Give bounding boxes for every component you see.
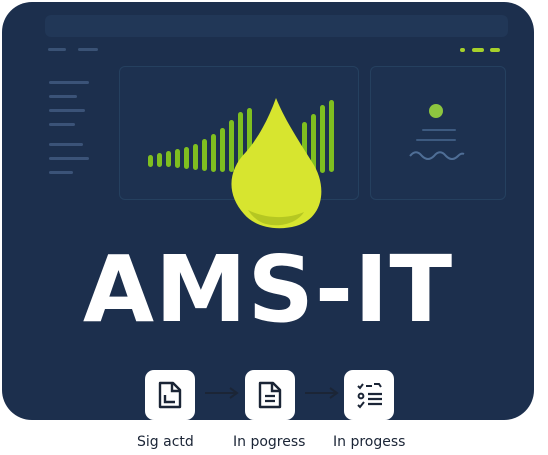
sparkline-bar	[247, 108, 252, 168]
status-line	[422, 129, 456, 131]
sparkline-bar	[157, 153, 162, 167]
droplet-icon	[231, 98, 322, 229]
sparkline-bar	[238, 112, 243, 170]
workflow-step-label: Sig actd	[137, 434, 194, 450]
status-panel	[370, 66, 506, 200]
workflow-step-label: In progess	[333, 434, 406, 450]
arrow-right-icon	[305, 387, 339, 399]
sparkline-bar	[148, 155, 153, 167]
wave-icon	[409, 151, 465, 160]
checklist-icon	[357, 383, 382, 409]
sparkline-bar	[202, 139, 207, 171]
sparkline-bar	[229, 120, 234, 172]
window-control-icon[interactable]	[472, 48, 484, 52]
app-illustration-frame: AMS-IT	[2, 2, 534, 420]
sparkline-bar	[302, 122, 307, 170]
sparkline-bar	[211, 134, 216, 172]
sparkline-bar	[220, 128, 225, 172]
sparkline-bar	[175, 149, 180, 168]
title-bar-dash	[78, 48, 98, 51]
title-bar-dash	[48, 48, 66, 51]
document-lines-icon	[258, 381, 282, 409]
sidebar-menu-line[interactable]	[49, 157, 89, 160]
sparkline-bar	[184, 147, 189, 169]
sidebar-menu-line[interactable]	[49, 109, 85, 112]
workflow-step-2[interactable]	[245, 370, 295, 420]
window-control-icon[interactable]	[490, 48, 500, 52]
window-title-bar	[45, 15, 508, 37]
sparkline-bar	[320, 105, 325, 173]
workflow-step-3[interactable]	[344, 370, 394, 420]
sidebar-menu-line[interactable]	[49, 143, 83, 146]
sparkline-bar	[329, 100, 334, 172]
sidebar-menu-line[interactable]	[49, 171, 73, 174]
document-icon	[158, 381, 182, 409]
sidebar-menu-line[interactable]	[49, 95, 77, 98]
workflow-step-label: In pogress	[233, 434, 306, 450]
sparkline-bar	[311, 114, 316, 172]
status-dot	[429, 104, 443, 118]
window-control-icon[interactable]	[460, 48, 465, 52]
arrow-right-icon	[205, 387, 239, 399]
sparkline-bar	[193, 144, 198, 170]
sidebar-menu-line[interactable]	[49, 123, 75, 126]
sidebar-menu-line[interactable]	[49, 81, 89, 84]
brand-title: AMS-IT	[82, 236, 454, 343]
status-line	[416, 139, 456, 141]
sparkline-bar	[166, 151, 171, 167]
workflow-step-1[interactable]	[145, 370, 195, 420]
